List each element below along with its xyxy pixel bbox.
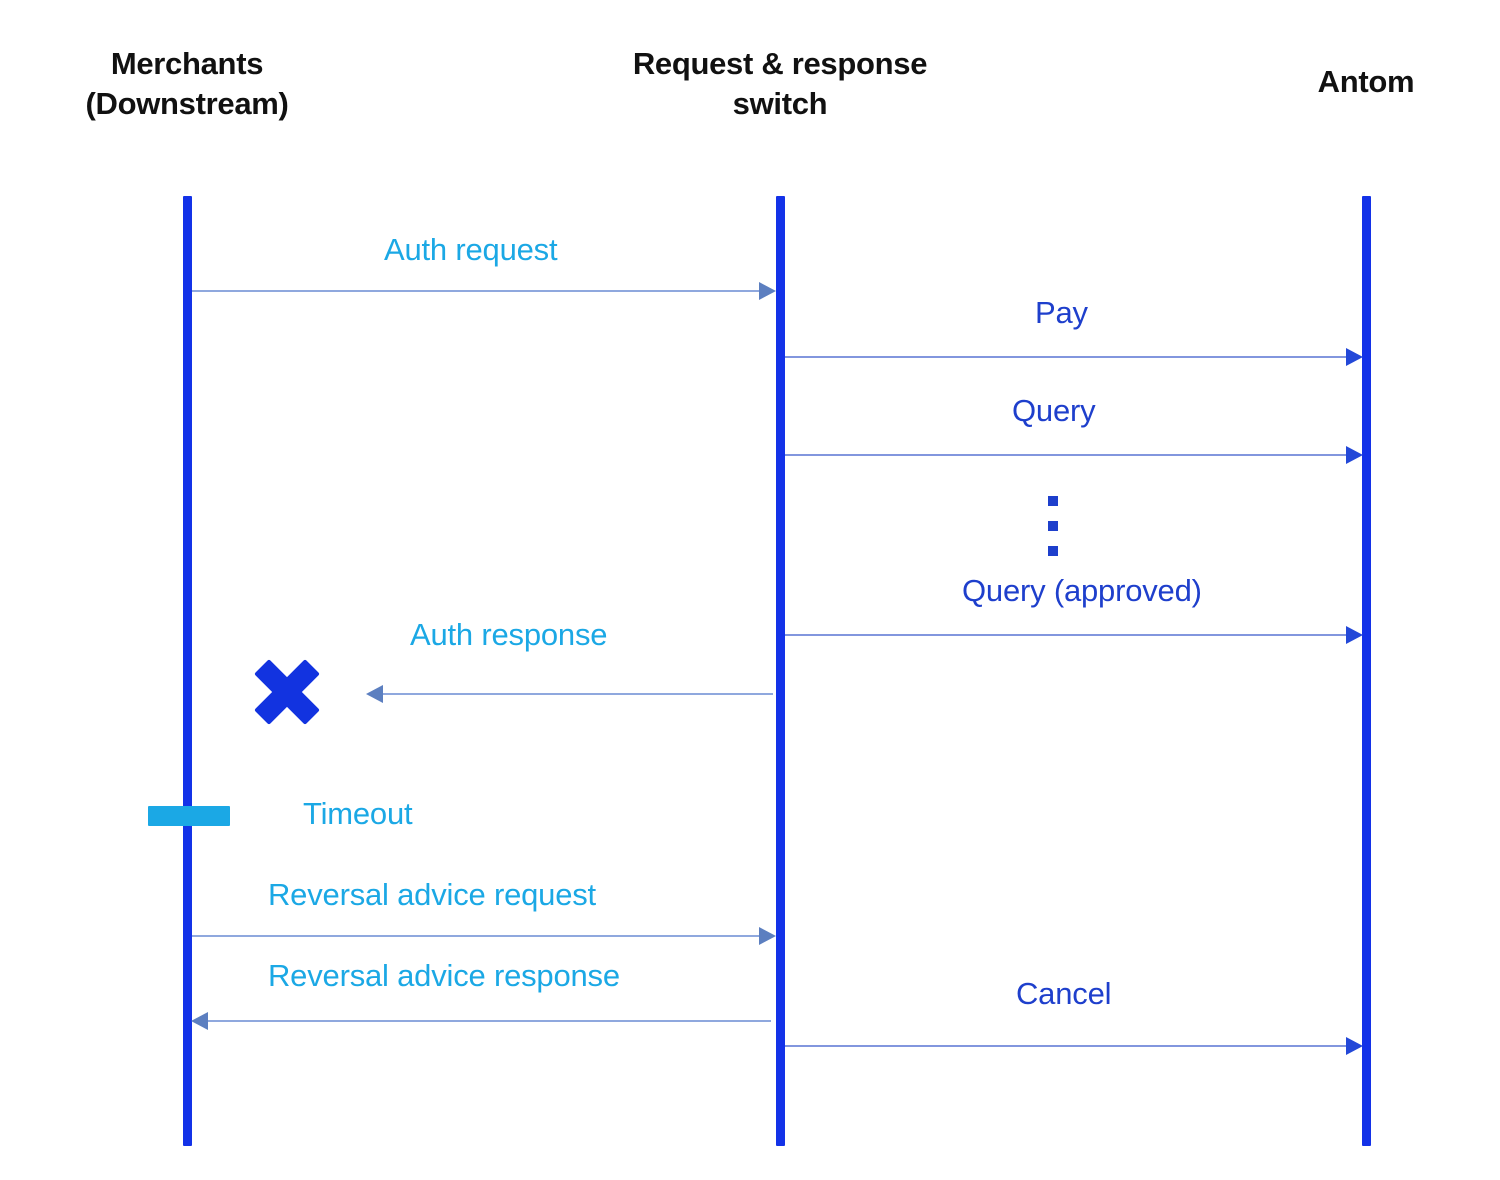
message-arrow-cancel [785,1045,1348,1047]
message-arrow-auth-response [383,693,773,695]
participant-label-switch: Request & response switch [632,46,928,121]
message-label-auth-response: Auth response [410,617,608,652]
message-arrow-reversal-advice-response [208,1020,771,1022]
timeout-marker-bar [148,806,230,826]
participant-label-merchants: Merchants (Downstream) [85,46,289,121]
message-label-cancel: Cancel [1016,976,1112,1011]
message-arrow-query-approved [785,634,1348,636]
lifeline-merchants [183,196,192,1146]
message-label-reversal-advice-response: Reversal advice response [268,958,620,993]
ellipsis-dot [1048,546,1058,556]
failure-x-icon [254,659,320,725]
message-label-query-approved: Query (approved) [962,573,1202,608]
lifeline-antom [1362,196,1371,1146]
message-arrowhead-reversal-advice-request [759,927,776,945]
message-arrowhead-auth-response [366,685,383,703]
timeout-label: Timeout [303,796,413,831]
message-arrowhead-query [1346,446,1363,464]
message-arrowhead-query-approved [1346,626,1363,644]
message-label-reversal-advice-request: Reversal advice request [268,877,596,912]
message-arrow-auth-request [192,290,762,292]
message-arrow-reversal-advice-request [192,935,762,937]
lifeline-switch [776,196,785,1146]
message-arrowhead-pay [1346,348,1363,366]
ellipsis-dot [1048,521,1058,531]
message-arrowhead-cancel [1346,1037,1363,1055]
message-arrow-pay [785,356,1348,358]
message-label-auth-request: Auth request [384,232,558,267]
ellipsis-dot [1048,496,1058,506]
message-arrow-query [785,454,1348,456]
message-label-pay: Pay [1035,295,1088,330]
participant-label-antom: Antom [1317,64,1415,99]
message-arrowhead-auth-request [759,282,776,300]
message-arrowhead-reversal-advice-response [191,1012,208,1030]
message-label-query: Query [1012,393,1096,428]
